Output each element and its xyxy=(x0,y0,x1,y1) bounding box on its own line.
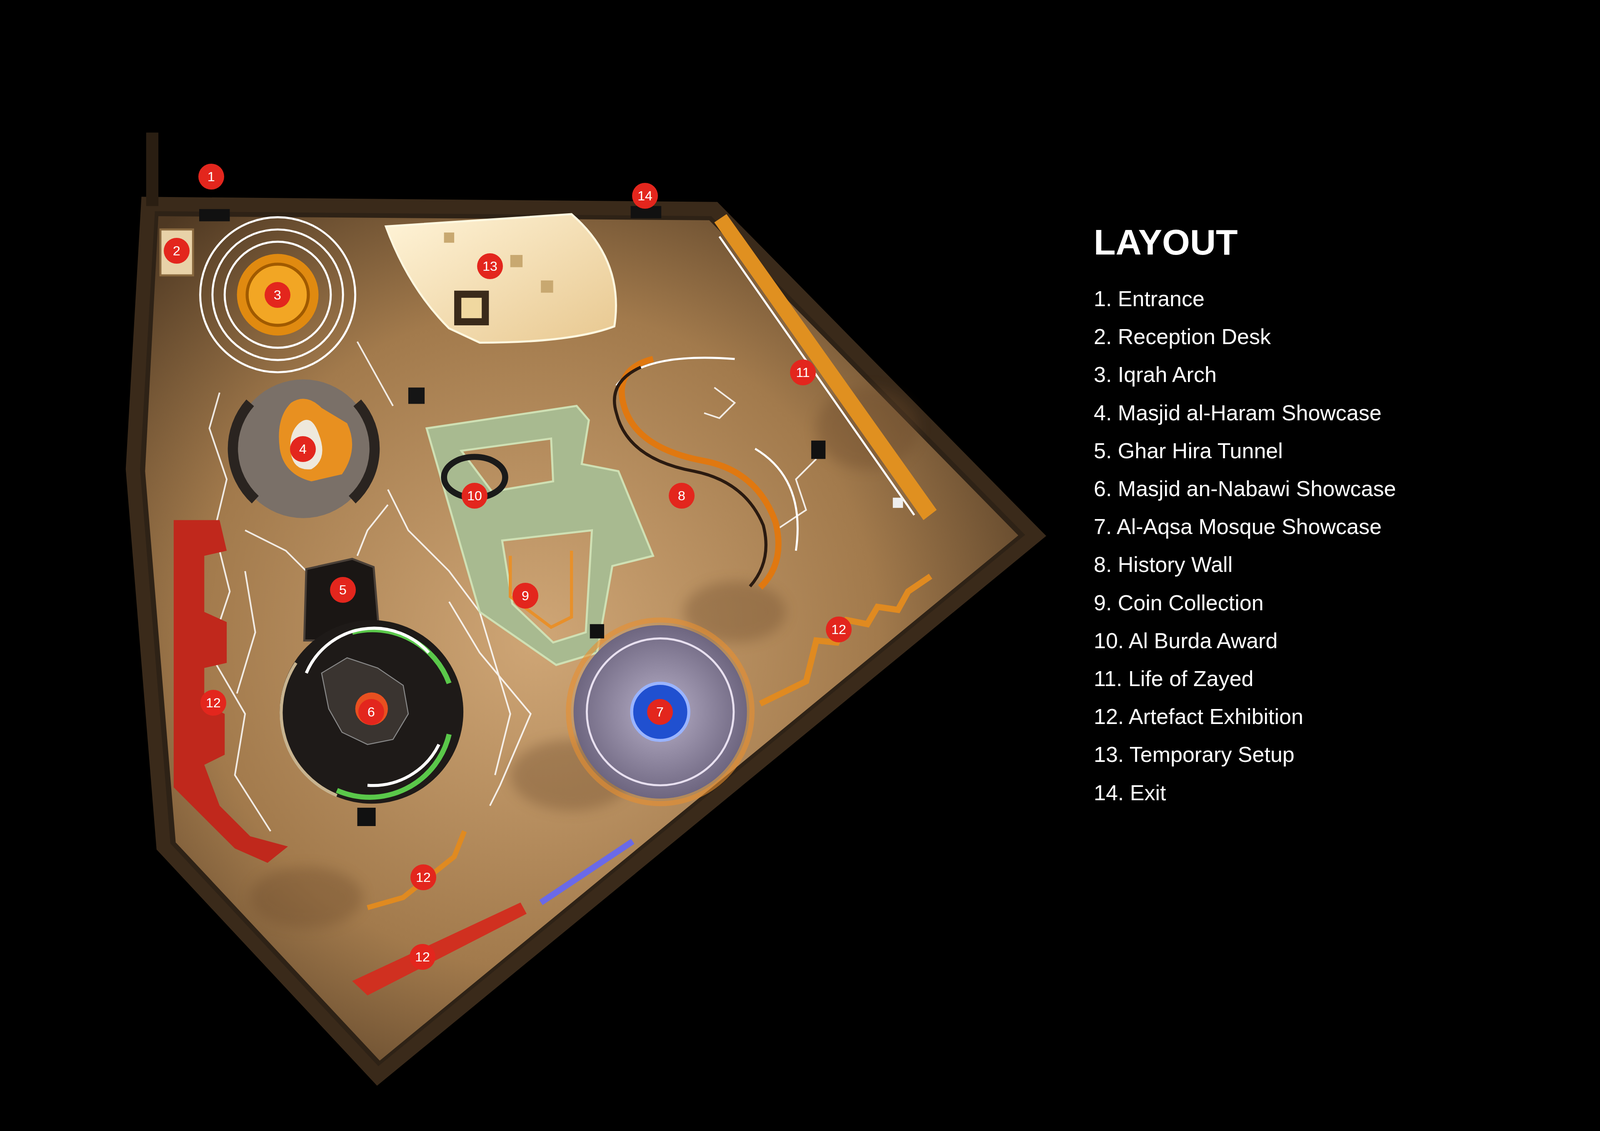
callout-text: 12 xyxy=(415,870,431,885)
layout-key-item: 9. Coin Collection xyxy=(1093,590,1264,616)
layout-key-item: 1. Entrance xyxy=(1093,286,1205,312)
life-of-zayed xyxy=(714,214,937,520)
callout-text: 11 xyxy=(795,365,810,380)
layout-key-item: 7. Al-Aqsa Mosque Showcase xyxy=(1093,514,1382,540)
callout-text: 12 xyxy=(205,696,221,710)
callout-number: 6 xyxy=(358,699,385,725)
callout-text: 1 xyxy=(207,170,215,184)
callout-text: 5 xyxy=(339,583,347,597)
callout-number: 12 xyxy=(410,864,437,891)
outer-wall xyxy=(132,204,1036,1077)
al-aqsa-showcase xyxy=(568,620,753,804)
layout-key-item: 11. Life of Zayed xyxy=(1093,666,1254,692)
temporary-setup xyxy=(385,214,616,343)
callout-text: 12 xyxy=(831,622,847,637)
entrance-door xyxy=(199,209,230,222)
map-lines xyxy=(209,341,817,832)
burda-coin-structure xyxy=(426,405,653,665)
history-wall xyxy=(614,357,904,588)
layout-key-item: 6. Masjid an-Nabawi Showcase xyxy=(1093,476,1396,502)
layout-key-item: 8. History Wall xyxy=(1093,552,1233,578)
artefact-exhibits xyxy=(173,520,931,996)
display-box xyxy=(408,387,425,404)
layout-key-item: 3. Iqrah Arch xyxy=(1093,362,1217,388)
callout-text: 13 xyxy=(482,259,498,273)
callout-number: 1 xyxy=(198,163,225,190)
callout-text: 12 xyxy=(415,950,430,964)
callout-text: 3 xyxy=(273,288,282,302)
layout-key-item: 12. Artefact Exhibition xyxy=(1093,704,1304,730)
callout-number: 4 xyxy=(290,436,316,463)
callout-text: 4 xyxy=(299,442,307,456)
reception-desk xyxy=(160,229,193,276)
callout-number: 2 xyxy=(163,237,190,264)
masjid-al-haram-showcase xyxy=(232,379,375,519)
callout-number: 8 xyxy=(668,482,695,509)
callout-number: 12 xyxy=(825,616,852,643)
callout-text: 8 xyxy=(677,489,686,503)
iqrah-arch xyxy=(200,217,355,373)
floor xyxy=(145,216,1019,1061)
callout-number: 7 xyxy=(647,699,673,725)
callout-number: 12 xyxy=(409,944,436,970)
layout-key-item: 10. Al Burda Award xyxy=(1093,628,1278,654)
callout-number: 13 xyxy=(477,253,503,280)
legend-title: LAYOUT xyxy=(1093,224,1238,260)
callout-number: 12 xyxy=(200,690,227,716)
wall-stub xyxy=(146,132,159,206)
callout-text: 7 xyxy=(656,705,664,719)
callout-text: 10 xyxy=(467,489,483,503)
layout-key-item: 5. Ghar Hira Tunnel xyxy=(1093,438,1283,464)
callout-text: 6 xyxy=(367,705,375,719)
callout-text: 14 xyxy=(637,189,653,203)
layout-key-item: 14. Exit xyxy=(1093,780,1166,806)
callout-number: 9 xyxy=(512,582,539,609)
callout-number: 14 xyxy=(632,182,658,209)
layout-key-item: 4. Masjid al-Haram Showcase xyxy=(1093,400,1382,426)
masjid-an-nabawi-showcase xyxy=(279,620,464,827)
layout-key-item: 2. Reception Desk xyxy=(1093,324,1271,350)
callout-text: 9 xyxy=(521,589,530,603)
callout-text: 2 xyxy=(172,244,181,258)
layout-key-item: 13. Temporary Setup xyxy=(1093,742,1295,768)
callout-number: 3 xyxy=(264,282,291,308)
callout-number: 11 xyxy=(790,359,816,386)
callout-number: 10 xyxy=(461,482,488,509)
callout-number: 5 xyxy=(330,577,356,603)
